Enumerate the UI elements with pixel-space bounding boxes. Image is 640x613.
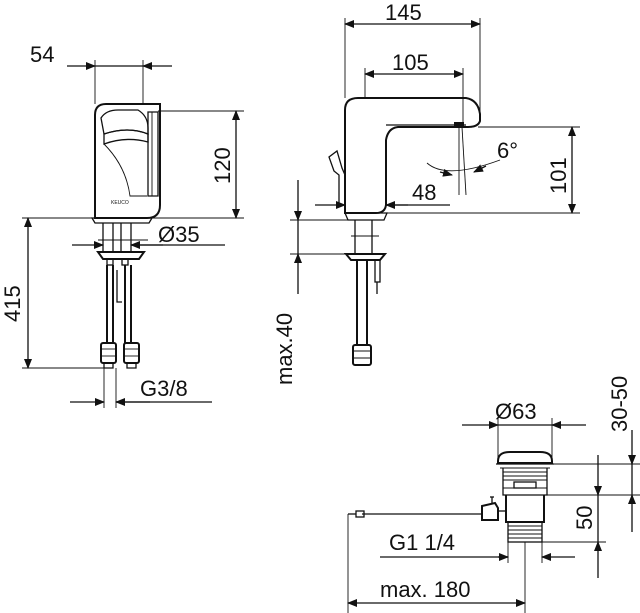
dim-diameter-63: Ø63	[495, 399, 537, 424]
side-mounting-plate	[343, 253, 388, 261]
front-hose-nut-right	[123, 342, 140, 364]
front-tap-body	[94, 103, 161, 219]
dim-range-30-50: 30-50	[607, 376, 632, 432]
front-tap-base	[90, 217, 154, 224]
front-tap-sensor-panel	[147, 111, 159, 197]
angle-arc-6	[426, 159, 501, 172]
dim-angle-6: 6°	[497, 138, 518, 163]
waste-view: Ø63 30-50 50 G1 1/4 max. 180	[347, 376, 640, 613]
dim-thread-g38: G3/8	[140, 376, 188, 401]
waste-upper-body	[502, 468, 548, 496]
dim-length-145: 145	[385, 0, 422, 25]
dim-thread-g114: G1 1/4	[389, 530, 455, 555]
dim-reach-105: 105	[392, 50, 429, 75]
dim-height-120: 120	[210, 147, 235, 184]
side-view: 145 105 101 6° 48 max.40	[272, 0, 580, 385]
front-mounting-plate	[96, 251, 146, 260]
front-supply-stems	[102, 223, 132, 252]
waste-thread	[507, 521, 543, 543]
side-spout-aerator	[454, 122, 464, 127]
dim-diameter-35: Ø35	[158, 222, 200, 247]
waste-cap	[497, 451, 553, 464]
side-tap-base	[344, 212, 388, 221]
dim-height-415: 415	[0, 285, 25, 322]
dim-max-180: max. 180	[380, 577, 471, 602]
front-tap-curve	[103, 143, 147, 197]
front-supply-hoses	[106, 265, 132, 343]
side-supply-hose	[356, 260, 368, 345]
dim-height-101: 101	[546, 157, 571, 194]
dim-depth-48: 48	[412, 180, 436, 205]
dim-width-54: 54	[30, 42, 54, 67]
side-lever	[328, 149, 346, 205]
side-hose-nut	[352, 344, 372, 366]
front-tap-brand: KEUCO	[111, 200, 129, 206]
waste-lower-body	[505, 495, 545, 523]
front-view: KEUCO 54 120 415	[0, 42, 244, 408]
front-hose-nut-left	[100, 342, 117, 364]
waste-rod-connector	[481, 501, 499, 521]
dim-height-50: 50	[572, 506, 597, 530]
dim-max-40: max.40	[272, 313, 297, 385]
